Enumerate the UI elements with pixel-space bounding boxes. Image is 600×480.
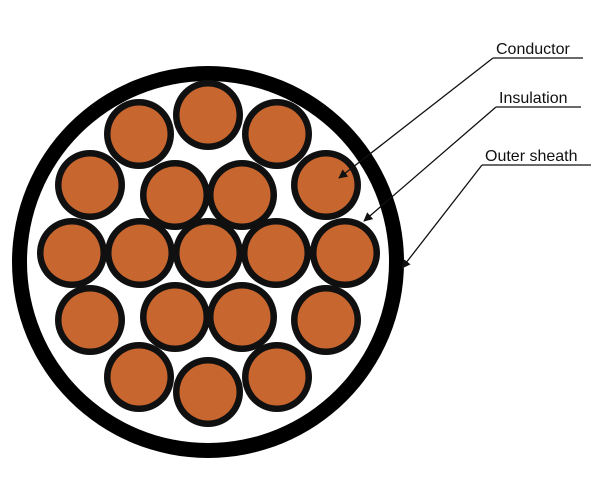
- conductor-core: [179, 224, 237, 282]
- conductor-core: [297, 291, 355, 349]
- conductor-1: [173, 80, 243, 150]
- insulation-leader-line: [363, 106, 497, 222]
- conductor-8: [37, 218, 107, 288]
- conductor-label: Conductor: [496, 41, 570, 58]
- conductor-4: [55, 150, 125, 220]
- conductor-core: [111, 224, 169, 282]
- insulation-label: Insulation: [499, 90, 568, 107]
- conductor-core: [213, 288, 271, 346]
- conductor-18: [242, 342, 312, 412]
- conductor-core: [179, 86, 237, 144]
- conductor-core: [213, 166, 271, 224]
- conductor-core: [248, 105, 306, 163]
- conductor-core: [247, 224, 305, 282]
- conductor-core: [110, 348, 168, 406]
- conductor-12: [310, 218, 380, 288]
- conductor-core: [61, 291, 119, 349]
- conductor-14: [140, 282, 210, 352]
- conductor-9: [105, 218, 175, 288]
- conductor-10: [173, 218, 243, 288]
- conductor-core: [61, 156, 119, 214]
- conductor-11: [241, 218, 311, 288]
- sheath-label: Outer sheath: [485, 148, 578, 165]
- conductor-3: [242, 99, 312, 169]
- conductor-15: [207, 282, 277, 352]
- callout-lines: [338, 57, 591, 269]
- conductor-leader-line: [338, 57, 494, 179]
- conductor-core: [248, 348, 306, 406]
- sheath-leader-line: [401, 164, 483, 269]
- conductor-6: [207, 160, 277, 230]
- conductor-16: [291, 285, 361, 355]
- conductor-core: [316, 224, 374, 282]
- conductor-17: [104, 342, 174, 412]
- conductor-19: [173, 357, 243, 427]
- conductor-bundle: [37, 80, 380, 427]
- conductor-core: [146, 166, 204, 224]
- conductor-core: [110, 105, 168, 163]
- conductor-5: [140, 160, 210, 230]
- conductor-13: [55, 285, 125, 355]
- conductor-core: [179, 363, 237, 421]
- conductor-core: [43, 224, 101, 282]
- conductor-core: [146, 288, 204, 346]
- conductor-7: [291, 150, 361, 220]
- conductor-core: [297, 156, 355, 214]
- conductor-2: [104, 99, 174, 169]
